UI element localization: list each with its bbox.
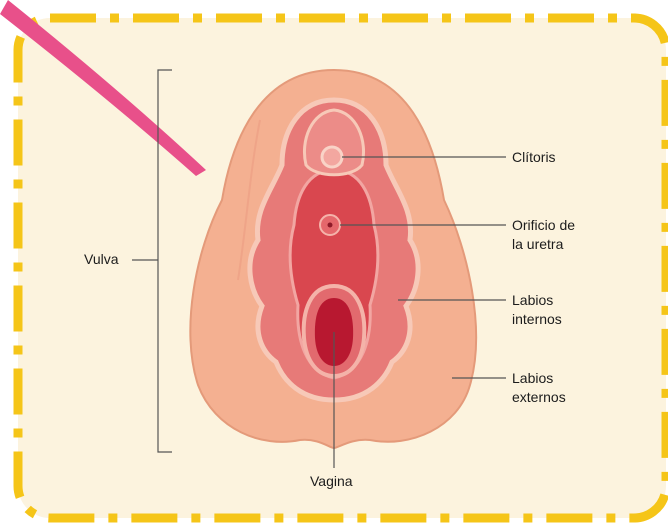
label-outer-labia: Labios externos [512,369,566,407]
label-vagina: Vagina [310,472,353,491]
clitoris-shape [322,147,342,167]
label-clitoris: Clítoris [512,148,556,167]
label-inner-labia: Labios internos [512,291,562,329]
label-urethra: Orificio de la uretra [512,216,575,254]
label-vulva: Vulva [84,250,119,269]
urethra-dot [328,223,333,228]
